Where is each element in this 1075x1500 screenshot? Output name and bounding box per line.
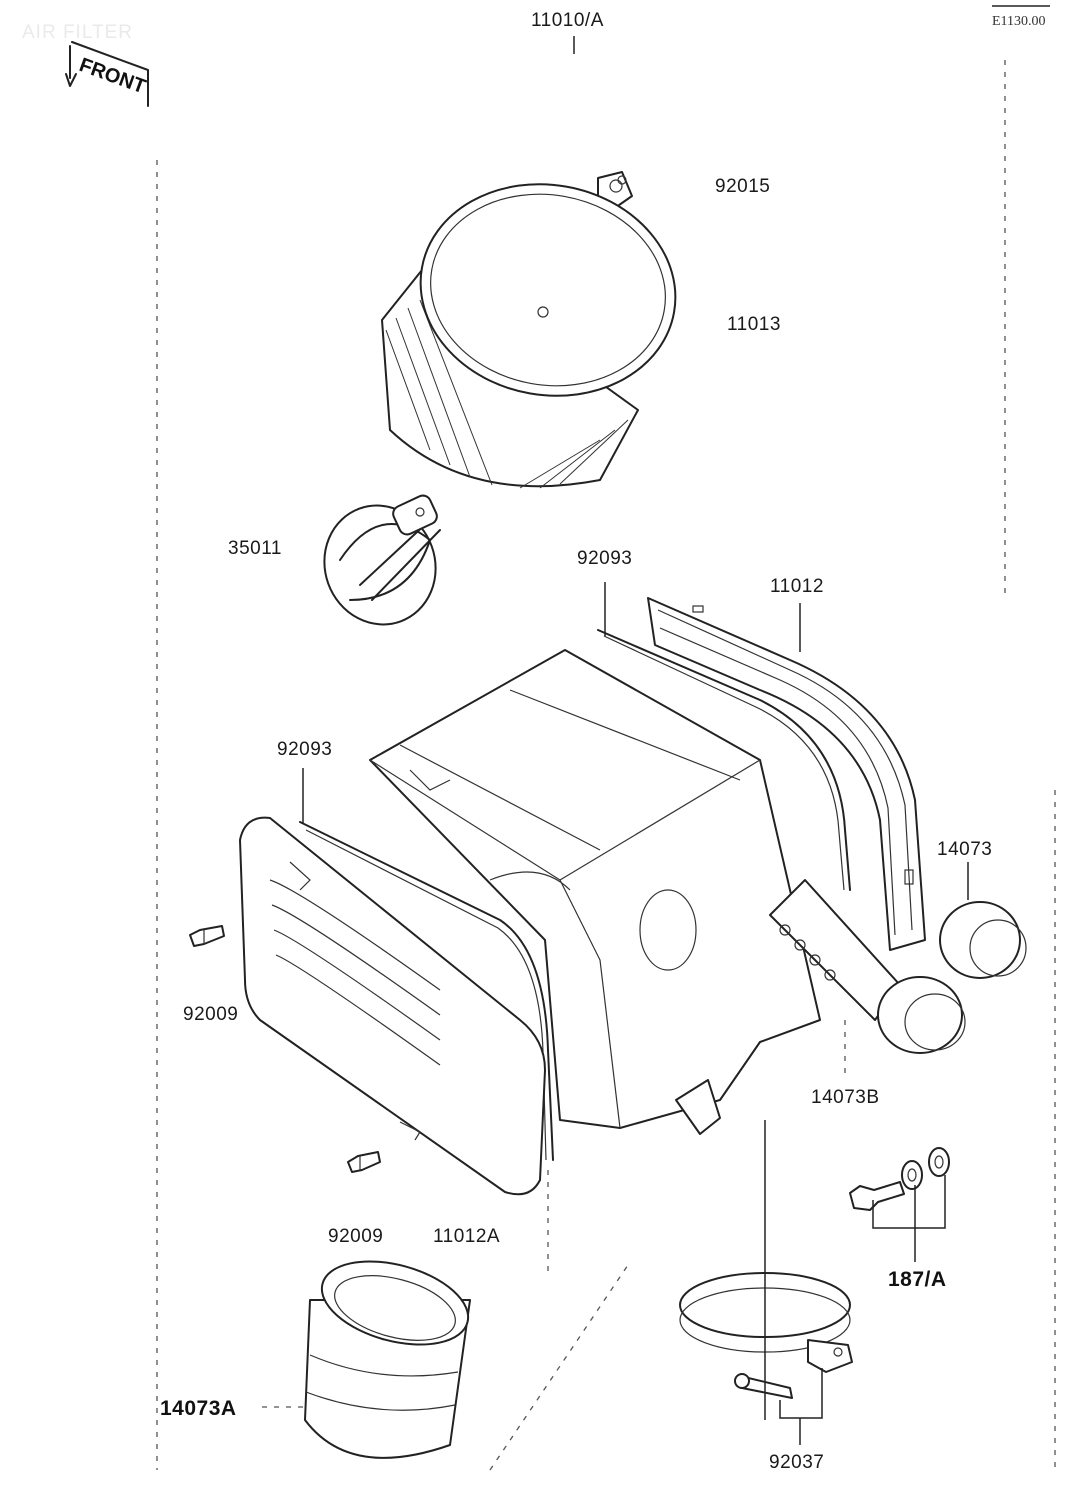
part-label-11013: 11013 xyxy=(727,314,781,335)
gasket-92093-left xyxy=(299,821,554,1161)
part-label-11012A: 11012A xyxy=(433,1226,500,1247)
part-label-92009-left: 92009 xyxy=(183,1004,238,1025)
leader-lines xyxy=(262,582,946,1445)
part-label-92037: 92037 xyxy=(769,1452,824,1473)
air-box-cover xyxy=(239,816,546,1196)
part-label-14073A: 14073A xyxy=(160,1397,237,1420)
filter-element-11012 xyxy=(647,597,926,951)
bolt-washer-set-187A xyxy=(849,1147,950,1211)
section-title: AIR FILTER xyxy=(22,22,133,43)
gasket-92093-left-inner xyxy=(305,829,547,1161)
part-label-92093-top: 92093 xyxy=(577,548,632,569)
part-label-14073: 14073 xyxy=(937,839,992,860)
gasket-92093-top xyxy=(597,629,851,891)
part-label-14073B: 14073B xyxy=(811,1087,880,1108)
gasket-92093-top-inner xyxy=(603,635,845,891)
frame-guides xyxy=(156,60,1056,1471)
screw-92009-left xyxy=(189,925,225,947)
front-direction-marker: FRONT xyxy=(65,41,149,107)
air-box-housing xyxy=(369,649,821,1135)
intake-duct-14073A xyxy=(304,1260,471,1459)
front-label: FRONT xyxy=(76,54,148,98)
cap-14073 xyxy=(939,901,1027,979)
part-label-187A: 187/A xyxy=(888,1268,947,1291)
air-cleaner-element-11013 xyxy=(381,183,677,489)
element-holder-35011 xyxy=(323,494,441,626)
part-label-92093-left: 92093 xyxy=(277,739,332,760)
part-label-11012: 11012 xyxy=(770,576,824,597)
part-label-92009-bottom: 92009 xyxy=(328,1226,383,1247)
band-clamp-92037 xyxy=(679,1272,853,1399)
part-label-35011: 35011 xyxy=(228,538,282,559)
part-label-92015: 92015 xyxy=(715,176,770,197)
page-ref: E1130.00 xyxy=(992,14,1046,29)
drain-tube-14073B xyxy=(769,879,966,1054)
assembly-ref-label: 11010/A xyxy=(531,10,604,31)
screw-92009-bottom xyxy=(347,1151,381,1173)
